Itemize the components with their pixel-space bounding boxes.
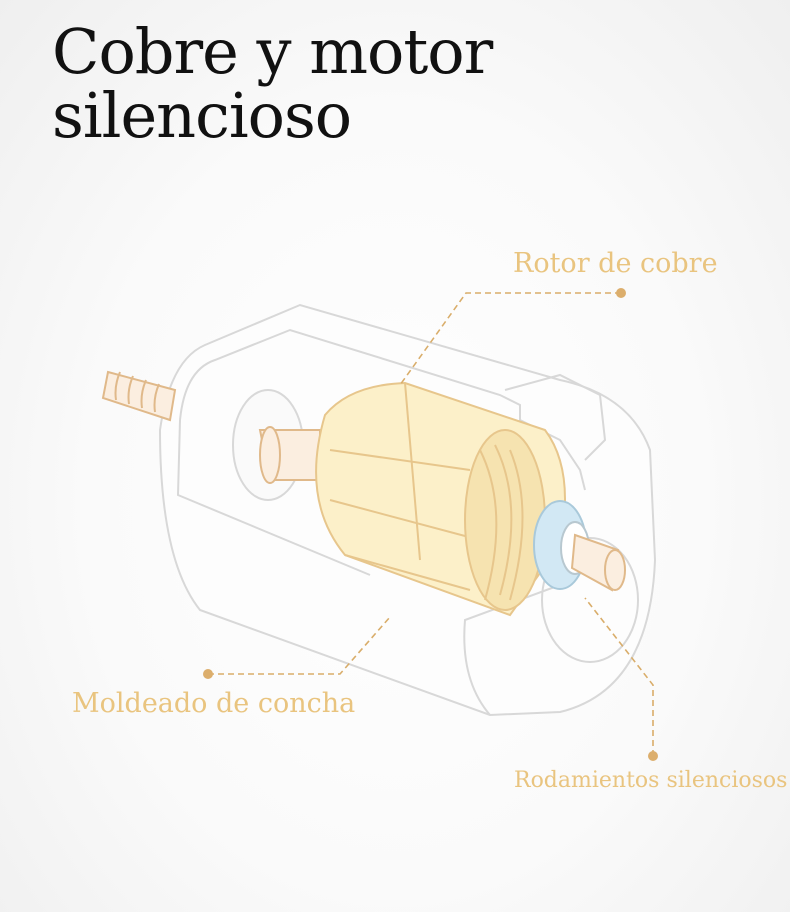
leader-lines [208, 292, 654, 756]
page-title: Cobre y motor silencioso [52, 15, 493, 152]
shaft-left [101, 370, 321, 484]
shell-leader [208, 616, 391, 675]
title-line-1: Cobre y motor [52, 15, 493, 88]
shaft-right [570, 533, 626, 592]
shell-dot-icon [203, 669, 213, 679]
shell-label: Moldeado de concha [72, 688, 356, 719]
rotor-leader [399, 292, 621, 386]
rotor-label: Rotor de cobre [513, 248, 718, 279]
bearing-leader [584, 597, 654, 756]
rotor-dot-icon [616, 288, 626, 298]
bearings-label: Rodamientos silenciosos [514, 768, 788, 793]
copper-rotor [315, 381, 566, 617]
title-line-2: silencioso [52, 79, 352, 152]
bearing-dot-icon [648, 751, 658, 761]
